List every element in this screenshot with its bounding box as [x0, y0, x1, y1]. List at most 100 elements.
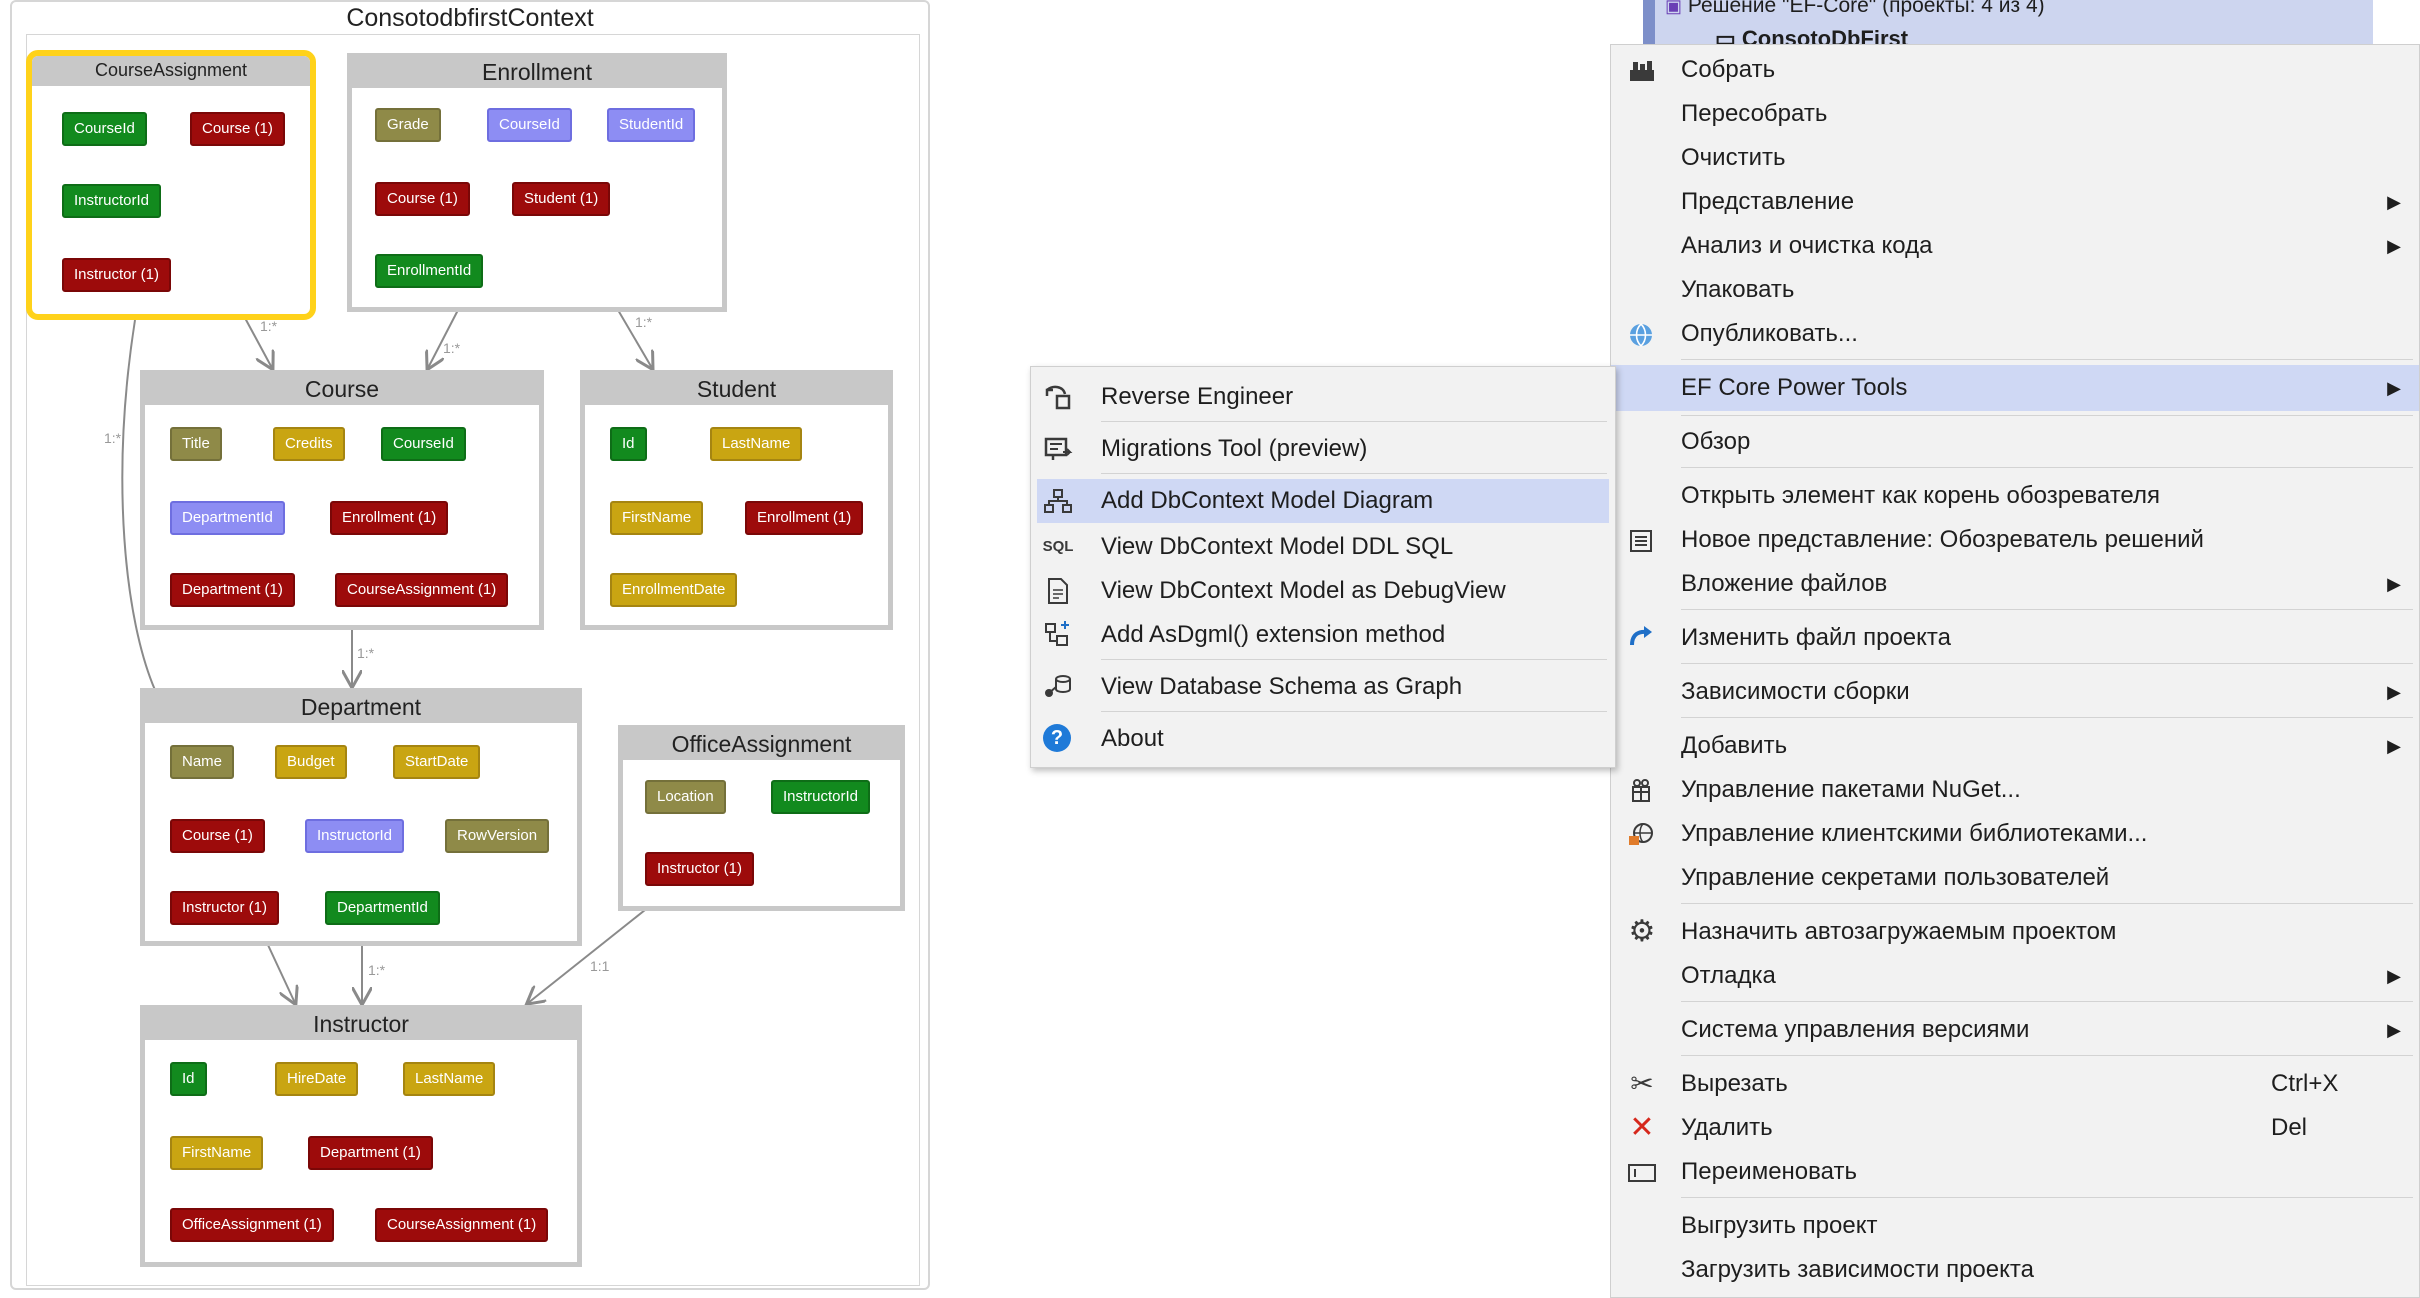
entity-title: Department [145, 693, 577, 723]
menu-item-cut[interactable]: ✂ Вырезать Ctrl+X [1611, 1063, 2419, 1105]
menu-label: Открыть элемент как корень обозревателя [1681, 482, 2160, 509]
submenu-item-schema-graph[interactable]: View Database Schema as Graph [1031, 665, 1615, 709]
entity-property[interactable]: DepartmentId [325, 891, 440, 925]
entity-property[interactable]: Enrollment (1) [745, 501, 864, 535]
submenu-item-debugview[interactable]: View DbContext Model as DebugView [1031, 569, 1615, 613]
menu-item-set-startup[interactable]: ⚙ Назначить автозагружаемым проектом [1611, 911, 2419, 953]
menu-item-analyze[interactable]: Анализ и очистка кода ▶ [1611, 225, 2419, 267]
solution-node[interactable]: ▣ Решение "EF-Core" (проекты: 4 из 4) [1665, 0, 2045, 18]
entity-property[interactable]: EnrollmentDate [610, 573, 738, 607]
menu-label: Управление секретами пользователей [1681, 864, 2110, 891]
entity-course[interactable]: Course Title Credits CourseId Department… [140, 370, 544, 630]
submenu-item-add-asdgml[interactable]: Add AsDgml() extension method [1031, 613, 1615, 657]
menu-item-build-dependencies[interactable]: Зависимости сборки ▶ [1611, 671, 2419, 713]
entity-property[interactable]: Instructor (1) [170, 891, 280, 925]
entity-property[interactable]: Grade [375, 108, 441, 142]
menu-item-edit-project-file[interactable]: Изменить файл проекта [1611, 617, 2419, 659]
menu-item-debug[interactable]: Отладка ▶ [1611, 955, 2419, 997]
entity-property[interactable]: Course (1) [375, 182, 470, 216]
entity-property[interactable]: Department (1) [170, 573, 295, 607]
entity-property[interactable]: FirstName [170, 1136, 264, 1170]
menu-item-add[interactable]: Добавить ▶ [1611, 725, 2419, 767]
cut-icon: ✂ [1630, 1068, 1654, 1099]
menu-item-manage-nuget[interactable]: Управление пакетами NuGet... [1611, 769, 2419, 811]
diagram-icon [1044, 489, 1072, 513]
menu-item-scope-to-this[interactable]: Открыть элемент как корень обозревателя [1611, 475, 2419, 517]
submenu-item-add-dbcontext-diagram[interactable]: Add DbContext Model Diagram [1037, 479, 1609, 523]
entity-property[interactable]: Id [610, 427, 647, 461]
entity-property[interactable]: StudentId [607, 108, 696, 142]
menu-label: Отладка [1681, 962, 1776, 989]
entity-enrollment[interactable]: Enrollment Grade CourseId StudentId Cour… [347, 53, 727, 312]
entity-property[interactable]: Enrollment (1) [330, 501, 449, 535]
entity-property[interactable]: LastName [403, 1062, 496, 1096]
entity-property[interactable]: Name [170, 745, 235, 779]
menu-item-manage-secrets[interactable]: Управление секретами пользователей [1611, 857, 2419, 899]
menu-item-source-control[interactable]: Система управления версиями ▶ [1611, 1009, 2419, 1051]
edit-project-icon [1630, 626, 1652, 646]
entity-instructor[interactable]: Instructor Id HireDate LastName FirstNam… [140, 1005, 582, 1267]
menu-label: Новое представление: Обозреватель решени… [1681, 526, 2204, 553]
entity-property[interactable]: Instructor (1) [645, 852, 755, 886]
entity-property[interactable]: FirstName [610, 501, 704, 535]
entity-property[interactable]: Credits [273, 427, 345, 461]
entity-property[interactable]: Instructor (1) [62, 258, 172, 292]
entity-property[interactable]: InstructorId [62, 184, 162, 218]
entity-property[interactable]: EnrollmentId [375, 254, 484, 288]
entity-property[interactable]: InstructorId [305, 819, 405, 853]
submenu-item-reverse-engineer[interactable]: Reverse Engineer [1031, 375, 1615, 419]
entity-property[interactable]: CourseId [381, 427, 466, 461]
entity-title: Course [145, 375, 539, 405]
menu-item-file-nesting[interactable]: Вложение файлов ▶ [1611, 563, 2419, 605]
entity-courseassignment[interactable]: CourseAssignment CourseId Course (1) Ins… [26, 50, 316, 320]
entity-officeassignment[interactable]: OfficeAssignment Location InstructorId I… [618, 725, 905, 911]
entity-property[interactable]: Course (1) [170, 819, 265, 853]
entity-property[interactable]: CourseAssignment (1) [335, 573, 509, 607]
menu-item-build[interactable]: Собрать [1611, 49, 2419, 91]
menu-label: Собрать [1681, 56, 1776, 83]
entity-property[interactable]: Course (1) [190, 112, 285, 146]
menu-item-rename[interactable]: Переименовать [1611, 1151, 2419, 1193]
menu-item-load-dependencies[interactable]: Загрузить зависимости проекта [1611, 1249, 2419, 1291]
schema-graph-icon [1045, 675, 1071, 697]
entity-property[interactable]: CourseId [62, 112, 147, 146]
entity-property[interactable]: LastName [710, 427, 803, 461]
menu-item-publish[interactable]: Опубликовать... [1611, 313, 2419, 355]
menu-label: Зависимости сборки [1681, 678, 1910, 705]
entity-property[interactable]: CourseId [487, 108, 572, 142]
entity-property[interactable]: Budget [275, 745, 347, 779]
reverse-engineer-icon [1045, 385, 1071, 410]
submenu-item-migrations-tool[interactable]: Migrations Tool (preview) [1031, 427, 1615, 471]
entity-property[interactable]: OfficeAssignment (1) [170, 1208, 334, 1242]
project-node[interactable]: ▭ ConsotoDbFirst [1715, 26, 1908, 44]
submenu-arrow-icon: ▶ [2387, 682, 2401, 702]
submenu-item-ddl-sql[interactable]: SQL View DbContext Model DDL SQL [1031, 525, 1615, 569]
entity-property[interactable]: Id [170, 1062, 207, 1096]
menu-item-rebuild[interactable]: Пересобрать [1611, 93, 2419, 135]
entity-property[interactable]: StartDate [393, 745, 481, 779]
menu-item-clean[interactable]: Очистить [1611, 137, 2419, 179]
menu-item-view[interactable]: Представление ▶ [1611, 181, 2419, 223]
entity-property[interactable]: Location [645, 780, 726, 814]
entity-title: CourseAssignment [32, 56, 310, 86]
menu-item-manage-client-libs[interactable]: Управление клиентскими библиотеками... [1611, 813, 2419, 855]
entity-property[interactable]: Student (1) [512, 182, 611, 216]
entity-student[interactable]: Student Id LastName FirstName Enrollment… [580, 370, 893, 630]
entity-property[interactable]: DepartmentId [170, 501, 285, 535]
menu-item-browse[interactable]: Обзор [1611, 421, 2419, 463]
entity-property[interactable]: RowVersion [445, 819, 550, 853]
entity-property[interactable]: Department (1) [308, 1136, 433, 1170]
entity-property[interactable]: HireDate [275, 1062, 359, 1096]
entity-department[interactable]: Department Name Budget StartDate Course … [140, 688, 582, 946]
menu-item-new-solution-view[interactable]: Новое представление: Обозреватель решени… [1611, 519, 2419, 561]
entity-property[interactable]: InstructorId [771, 780, 871, 814]
submenu-item-about[interactable]: ? About [1031, 717, 1615, 761]
relation-label: 1:* [104, 430, 122, 446]
menu-item-pack[interactable]: Упаковать [1611, 269, 2419, 311]
menu-item-delete[interactable]: ✕ Удалить Del [1611, 1107, 2419, 1149]
menu-item-ef-core-power-tools[interactable]: EF Core Power Tools ▶ [1611, 365, 2419, 411]
entity-property[interactable]: CourseAssignment (1) [375, 1208, 549, 1242]
menu-item-unload-project[interactable]: Выгрузить проект [1611, 1205, 2419, 1247]
menu-label: Управление пакетами NuGet... [1681, 776, 2021, 803]
entity-property[interactable]: Title [170, 427, 222, 461]
